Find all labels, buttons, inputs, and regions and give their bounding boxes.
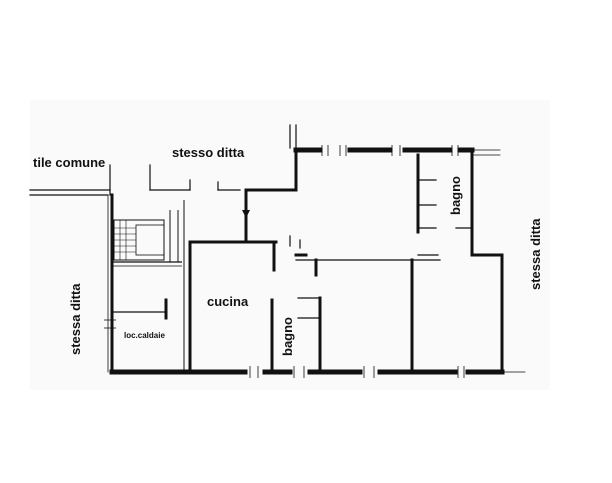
interior-walls xyxy=(111,153,473,374)
label-bath-right: bagno xyxy=(448,176,463,215)
entrance-walls xyxy=(29,124,298,242)
label-kitchen: cucina xyxy=(207,294,249,309)
window-marks xyxy=(104,145,465,378)
exterior-walls xyxy=(107,147,526,375)
label-top: stesso ditta xyxy=(172,145,245,160)
label-bath-left: bagno xyxy=(280,317,295,356)
label-left: stessa ditta xyxy=(68,283,83,355)
label-right: stessa ditta xyxy=(528,218,543,290)
staircase xyxy=(112,200,185,372)
label-boiler: loc.caldaie xyxy=(124,331,165,340)
label-courtyard: tile comune xyxy=(33,155,105,170)
door-arrow-icon xyxy=(242,210,250,218)
